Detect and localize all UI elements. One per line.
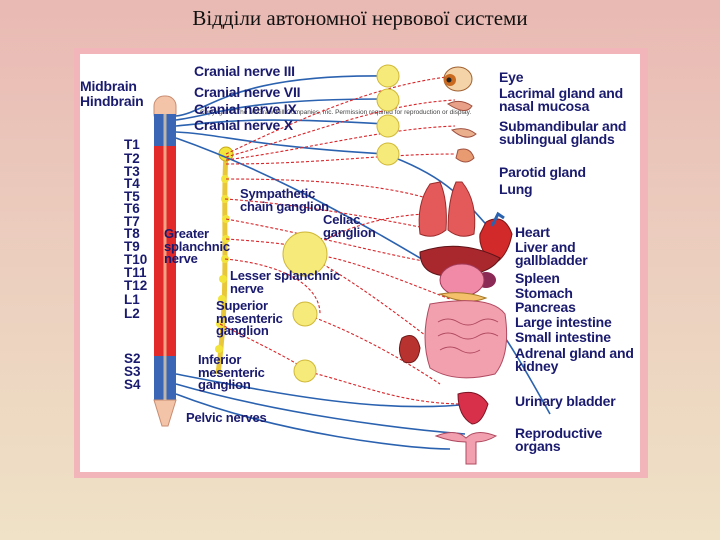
spinal-segment-label: T6 (124, 201, 140, 216)
submandibular-gland-organ (450, 128, 477, 138)
midbrain-label: Midbrain (80, 78, 137, 94)
cranial-nerve-label: Cranial nerve IX (194, 101, 297, 117)
spinal-segment-label: T8 (124, 226, 140, 241)
sympathetic-chain-label: Sympathetic chain ganglion (240, 186, 329, 214)
organ-label-parotid: Parotid gland (499, 164, 586, 180)
organ-label-adrenal-kidney: Adrenal gland and kidney (515, 345, 634, 374)
spinal-segment-label: S4 (124, 377, 141, 392)
lacrimal-gland-organ (447, 100, 473, 111)
autonomic-diagram: Copyright © The McGraw-Hill Companies, I… (80, 54, 640, 472)
kidney-organ (398, 335, 421, 364)
spinal-segment-label: L2 (124, 306, 140, 321)
organ-label-stomach: Stomach (515, 285, 573, 301)
spinal-segment-label: T2 (124, 151, 140, 166)
organ-illustrations (398, 66, 513, 465)
spinal-segment-label: T11 (124, 265, 147, 280)
spinal-segment-label: T4 (124, 176, 140, 191)
pelvic-nerves-label: Pelvic nerves (186, 410, 267, 425)
prevertebral-ganglia (282, 231, 328, 383)
copyright-notice: Copyright © The McGraw-Hill Companies, I… (200, 109, 472, 116)
reproductive-organ (434, 432, 498, 465)
spinal-segment-label: T7 (124, 214, 140, 229)
spinal-segment-label: T9 (124, 239, 140, 254)
superior-mesenteric-label: Superior mesenteric ganglion (216, 298, 283, 338)
spinal-segment-label: S3 (124, 364, 141, 379)
parasympathetic-ganglia (376, 64, 400, 166)
cranial-nerve-label: Cranial nerve VII (194, 84, 301, 100)
organ-label-small-intestine: Small intestine (515, 329, 611, 345)
spinal-cord (153, 95, 177, 427)
sympathetic-nerves (219, 75, 466, 405)
organ-label-spleen: Spleen (515, 270, 560, 286)
cranial-nerve-label: Cranial nerve III (194, 63, 295, 79)
spinal-segment-label: T1 (124, 137, 140, 152)
lung-organ (418, 181, 476, 237)
spinal-segment-label: T5 (124, 189, 140, 204)
organ-label-urinary-bladder: Urinary bladder (515, 393, 616, 409)
lesser-splanchnic-label: Lesser splanchnic nerve (230, 268, 341, 296)
greater-splanchnic-label: Greater splanchnic nerve (164, 226, 230, 266)
organ-label-liver: Liver and gallbladder (515, 239, 588, 268)
diagram-drawing (153, 64, 551, 465)
organ-label-pancreas: Pancreas (515, 299, 576, 315)
spinal-segment-label: T12 (124, 278, 148, 293)
small-intestine-loops (437, 318, 499, 354)
organ-label-heart: Heart (515, 224, 550, 240)
organ-label-lacrimal: Lacrimal gland and nasal mucosa (499, 85, 623, 114)
organ-label-lung: Lung (499, 181, 533, 197)
urinary-bladder-organ (457, 391, 489, 425)
organ-label-large-intestine: Large intestine (515, 314, 612, 330)
organ-label-submandibular: Submandibular and sublingual glands (499, 118, 627, 147)
slide-title: Відділи автономної нервової системи (192, 6, 528, 30)
organ-label-reproductive: Reproductive organs (515, 425, 603, 454)
stomach-organ (439, 263, 485, 297)
spinal-segment-label: T3 (124, 164, 140, 179)
cranial-nerve-label: Cranial nerve X (194, 117, 293, 133)
hindbrain-label: Hindbrain (80, 93, 144, 109)
spinal-segment-label: T10 (124, 252, 148, 267)
liver-organ (419, 245, 501, 277)
eye-organ (443, 66, 473, 92)
celiac-ganglion-label: Celiac ganglion (323, 212, 376, 240)
parotid-gland-organ (455, 148, 475, 163)
pancreas-organ (438, 292, 488, 302)
organ-label-eye: Eye (499, 69, 524, 85)
inferior-mesenteric-label: Inferior mesenteric ganglion (198, 352, 265, 392)
spinal-segment-label: S2 (124, 351, 141, 366)
spinal-segment-label: L1 (124, 292, 140, 307)
